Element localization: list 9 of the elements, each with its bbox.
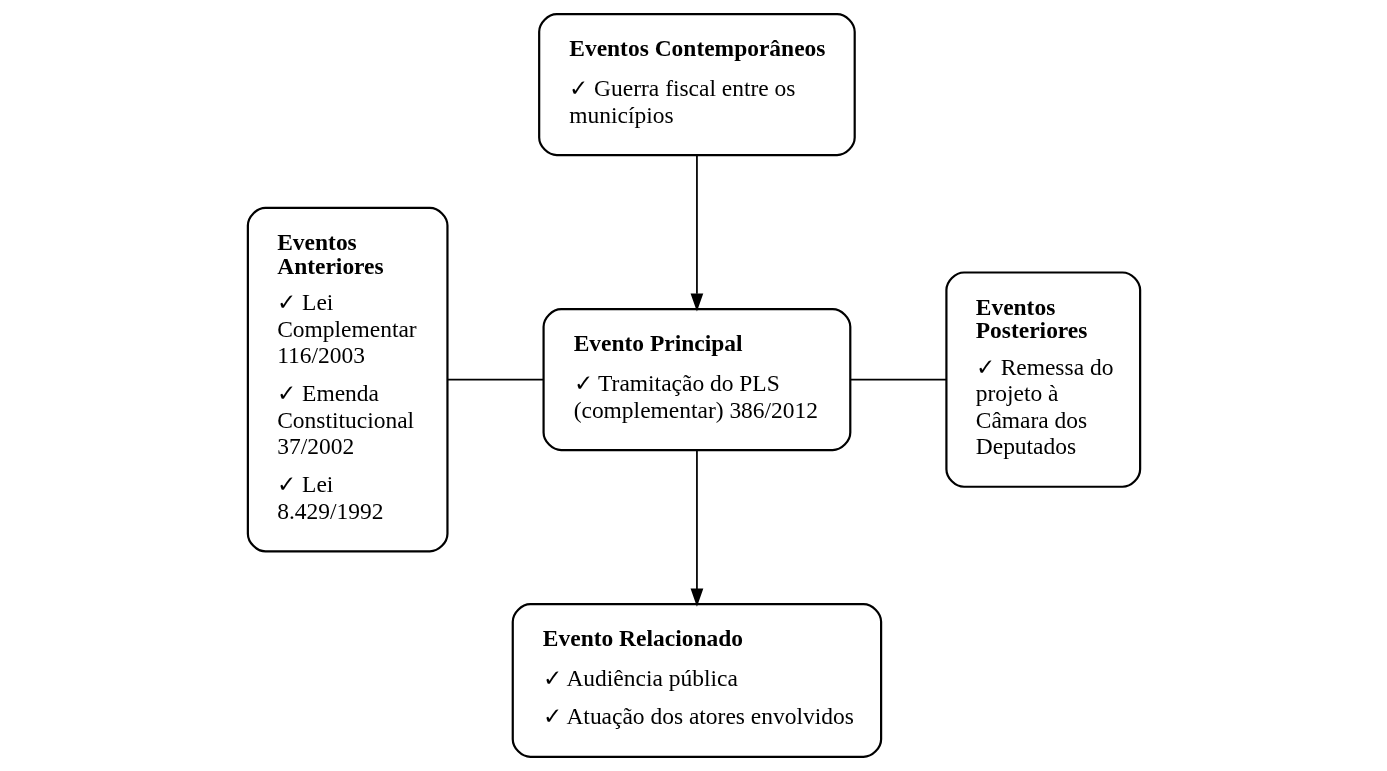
connector — [446, 378, 544, 381]
node-box: Eventos Anteriores ✓ Lei Complementar 116/2003 ✓ Emenda Constitucional 37/2002 ✓ Lei 8.429/1992 — [246, 206, 449, 553]
node-box: Evento Relacionado ✓ Audiência pública ✓ Atuação dos atores envolvidos — [511, 603, 882, 758]
node-box: Evento Principal ✓ Tramitação do PLS (complementar) 386/2012 — [542, 308, 851, 452]
node-box: Eventos Posteriores ✓ Remessa do projeto à Câmara dos Deputados — [944, 271, 1141, 488]
connector — [849, 378, 947, 381]
node-box: Eventos Contemporâneos ✓ Guerra fiscal entre os municípios — [537, 13, 856, 157]
arrow — [690, 449, 703, 607]
arrow — [690, 154, 703, 312]
